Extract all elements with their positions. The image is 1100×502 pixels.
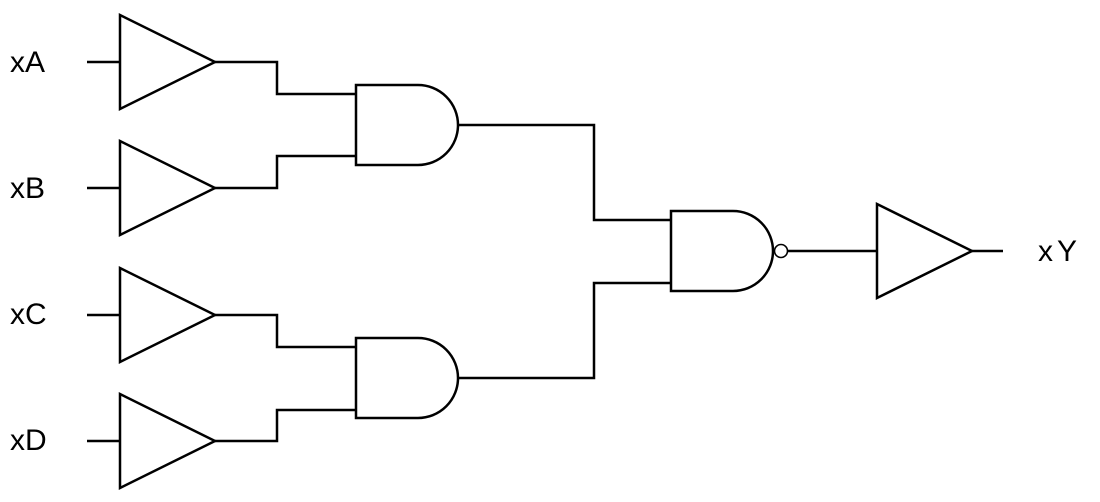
wire-and-bottom-to-nand (458, 281, 671, 380)
input-label-a: xA (10, 46, 46, 79)
wire-buffer-c-to-and-bottom (215, 313, 356, 349)
input-label-b: xB (10, 172, 46, 205)
buffer-gate-a (118, 12, 218, 112)
nand-gate (669, 209, 775, 293)
wire-buffer-d-to-and-bottom (215, 408, 356, 443)
buffer-gate-d (118, 391, 218, 491)
wire-buffer-a-to-and-top (215, 60, 356, 96)
and-gate-top (354, 83, 460, 167)
input-label-d: xD (10, 424, 47, 457)
buffer-gate-b (118, 138, 218, 238)
output-label-y: xY (1038, 235, 1082, 268)
wire-and-top-to-nand (458, 123, 671, 222)
wire-buffer-b-to-and-top (215, 154, 356, 190)
buffer-gate-output (875, 201, 975, 301)
buffer-gate-c (118, 265, 218, 365)
input-label-c: xC (10, 298, 47, 331)
and-gate-bottom (354, 336, 460, 420)
nand-inversion-bubble (773, 243, 789, 259)
